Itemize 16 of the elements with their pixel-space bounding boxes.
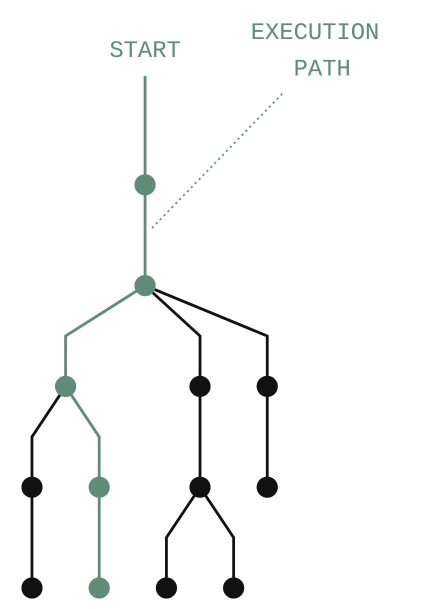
connector: [30, 394, 62, 478]
connector: [198, 396, 202, 478]
node-text: START: [109, 38, 181, 66]
connector: [151, 291, 202, 377]
node-text: EXECUTION PATH: [250, 21, 380, 84]
connector: [165, 494, 196, 578]
connector: [144, 194, 146, 276]
connector: [98, 497, 101, 578]
connector: [266, 396, 269, 478]
connector: [204, 494, 236, 578]
connector: [144, 76, 146, 175]
connector: [64, 290, 138, 377]
connector: [30, 497, 34, 578]
leader-line: [149, 93, 283, 231]
connector: [154, 288, 269, 377]
connector: [70, 394, 101, 478]
